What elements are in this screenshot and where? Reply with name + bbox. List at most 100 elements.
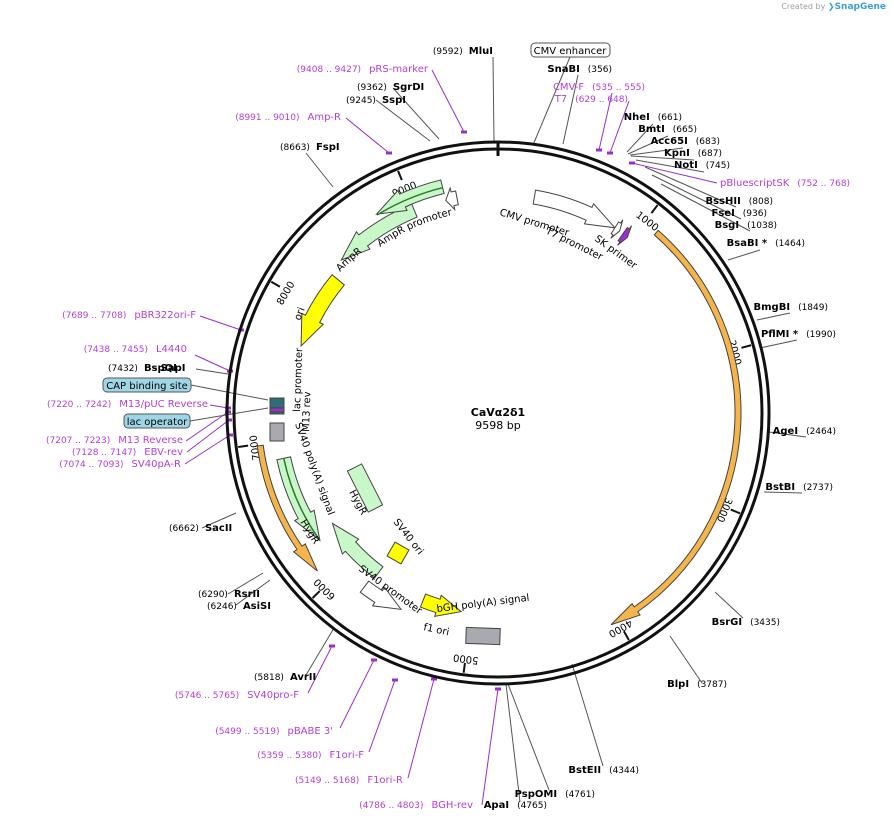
primer-label-sv40pa-r[interactable]: (7074 .. 7093)SV40pA-R: [59, 459, 181, 470]
enzyme-label-bsshii[interactable]: BssHII(808): [705, 196, 773, 207]
enzyme-leader-pspomi: [507, 683, 550, 791]
enzyme-name: AsiSI: [243, 601, 271, 612]
orf-arc-cav[interactable]: [610, 229, 742, 626]
enzyme-label-blpi[interactable]: BlpI(3787): [667, 679, 727, 690]
enzyme-label-mlui[interactable]: (9592)MluI: [433, 46, 493, 57]
enzyme-name: SacII: [205, 523, 232, 534]
primer-label-f1ori-r[interactable]: (5149 .. 5168)F1ori-R: [295, 775, 403, 786]
enzyme-label-bsgi[interactable]: BsgI(1038): [715, 220, 777, 231]
feature-t7-promoter[interactable]: [610, 219, 624, 239]
enzyme-label-bmti[interactable]: BmtI(665): [638, 124, 697, 135]
enzyme-name: BsgI: [715, 220, 739, 231]
enzyme-coord: (6662): [169, 524, 199, 534]
enzyme-leader-bsabi: [727, 249, 761, 261]
primer-label-prs-marker[interactable]: (9408 .. 9427)pRS-marker: [297, 64, 429, 75]
boxed-cap-binding-site[interactable]: CAP binding site: [102, 377, 192, 393]
primer-site-ebv-rev: [226, 418, 232, 422]
enzyme-label-sapi[interactable]: - SapI: [153, 363, 185, 374]
feature-hygr-inner[interactable]: [346, 463, 384, 513]
primer-site-f1ori-f: [392, 678, 398, 682]
primer-coord: (5149 .. 5168): [295, 776, 359, 786]
boxed-cmv-enhancer[interactable]: CMV enhancer: [530, 42, 611, 58]
primer-leader-f1ori-f: [368, 679, 396, 753]
primer-label-pbluescriptsk[interactable]: pBluescriptSK (752 .. 768): [720, 178, 850, 189]
primer-site-pbabe-3: [371, 658, 377, 662]
primer-coord: (5746 .. 5765): [175, 691, 239, 701]
primer-label-f1ori-f[interactable]: (5359 .. 5380)F1ori-F: [257, 750, 364, 761]
feature-sv40-ori[interactable]: [386, 541, 410, 565]
enzyme-label-bspqi[interactable]: (7432)BspQI: [108, 363, 177, 374]
enzyme-coord: (7432): [108, 364, 138, 374]
boxed-lac-operator[interactable]: lac operator: [123, 413, 191, 429]
enzyme-label-noti[interactable]: NotI(745): [674, 160, 730, 171]
enzyme-leader-rsrii: [227, 572, 264, 595]
primer-label-pbr322ori-f[interactable]: (7689 .. 7708)pBR322ori-F: [62, 310, 196, 321]
enzyme-name: - SapI: [153, 363, 185, 374]
snapgene-credit: Created by ❯SnapGene: [781, 2, 886, 12]
primer-leader-l4440: [194, 354, 231, 372]
primer-site-pbluescriptsk: [629, 161, 635, 165]
feature-sv40-promoter[interactable]: [359, 580, 403, 610]
orf-arc-hygr[interactable]: [256, 444, 318, 572]
feature-bgh-polya[interactable]: [465, 626, 501, 646]
primer-label-l4440[interactable]: (7438 .. 7455)L4440: [84, 344, 187, 355]
enzyme-coord: (356): [588, 65, 612, 75]
enzyme-label-avrii[interactable]: (5818)AvrII: [254, 672, 316, 683]
primer-name: pBluescriptSK: [720, 178, 790, 189]
enzyme-label-sgrdi[interactable]: (9362)SgrDI: [357, 82, 424, 93]
primer-label-t7[interactable]: T7(629 .. 648): [554, 94, 628, 105]
enzyme-coord: (8663): [280, 143, 310, 153]
enzyme-label-asisi[interactable]: (6246)AsiSI: [207, 601, 271, 612]
primer-coord: (752 .. 768): [797, 179, 850, 189]
enzyme-coord: (2737): [803, 483, 833, 493]
enzyme-label-snabi[interactable]: SnaBI(356): [547, 64, 612, 75]
primer-label-m13-reverse[interactable]: (7207 .. 7223)M13 Reverse: [46, 435, 183, 446]
enzyme-label-agei[interactable]: AgeI(2464): [773, 426, 836, 437]
feature-ampr-band[interactable]: [340, 203, 418, 261]
primer-leader-amp-r: [345, 117, 390, 154]
enzyme-coord: (1849): [798, 303, 828, 313]
enzyme-label-bsrgi[interactable]: BsrGI(3435): [712, 617, 780, 628]
feature-ampr-promoter[interactable]: [445, 186, 459, 212]
enzyme-coord: (808): [749, 197, 773, 207]
enzyme-leader-snabi: [562, 74, 579, 145]
primer-label-amp-r[interactable]: (8991 .. 9010)Amp-R: [235, 112, 341, 123]
enzyme-label-apai[interactable]: ApaI(4765): [484, 800, 547, 811]
feature-f1-ori[interactable]: [419, 593, 463, 618]
primer-label-ebv-rev[interactable]: (7128 .. 7147)EBV-rev: [72, 447, 183, 458]
enzyme-label-pflmi[interactable]: PflMI *(1990): [761, 329, 836, 340]
primer-label-sv40pro-f[interactable]: (5746 .. 5765)SV40pro-F: [175, 690, 299, 701]
enzyme-label-acc65i[interactable]: Acc65I(683): [651, 136, 720, 147]
enzyme-leader-fsei: [651, 174, 742, 220]
enzyme-label-rsrii[interactable]: (6290)RsrII: [198, 589, 260, 600]
feature-sv40-polya[interactable]: [269, 422, 285, 442]
enzyme-label-sspi[interactable]: (9245)SspI: [346, 95, 406, 106]
enzyme-label-bmgbi[interactable]: BmgBI(1849): [754, 302, 828, 313]
primer-label-bgh-rev[interactable]: (4786 .. 4803)BGH-rev: [359, 800, 473, 811]
feature-hygr-inner-band[interactable]: [331, 522, 384, 579]
enzyme-label-bstbi[interactable]: BstBI(2737): [765, 482, 833, 493]
leader-lac-operator: [189, 407, 269, 422]
tick-6000: [311, 590, 321, 599]
enzyme-label-fspi[interactable]: (8663)FspI: [280, 142, 340, 153]
enzyme-label-bsteii[interactable]: BstEII(4344): [568, 765, 639, 776]
primer-coord: (7207 .. 7223): [46, 436, 110, 446]
primer-name: T7: [554, 94, 567, 105]
feature-m13-rev[interactable]: [269, 407, 285, 413]
primer-label-cmv-f[interactable]: CMV-F(535 .. 555): [553, 82, 645, 93]
feature-hygr-outer[interactable]: [276, 456, 321, 542]
enzyme-label-nhei[interactable]: NheI(661): [624, 112, 682, 123]
feature-cmv-promoter[interactable]: [532, 189, 617, 229]
enzyme-label-bsabi[interactable]: BsaBI *(1464): [727, 238, 805, 249]
primer-leader-m13-reverse: [185, 411, 229, 442]
primer-leader-bgh-rev: [481, 688, 499, 806]
primer-label-pbabe-3[interactable]: (5499 .. 5519)pBABE 3': [215, 726, 333, 737]
tick-label-6000: 6000: [312, 576, 338, 602]
primer-label-m13-puc-reverse[interactable]: (7220 .. 7242)M13/pUC Reverse: [47, 399, 208, 410]
feature-sk-primer[interactable]: [617, 225, 632, 246]
feature-ori[interactable]: [300, 273, 346, 348]
enzyme-label-kpni[interactable]: KpnI(687): [664, 148, 722, 159]
enzyme-label-sacii[interactable]: (6662) SacII: [169, 523, 232, 534]
enzyme-label-fsei[interactable]: FseI(936): [712, 208, 768, 219]
enzyme-label-pspomi[interactable]: PspOMI(4761): [515, 789, 595, 800]
